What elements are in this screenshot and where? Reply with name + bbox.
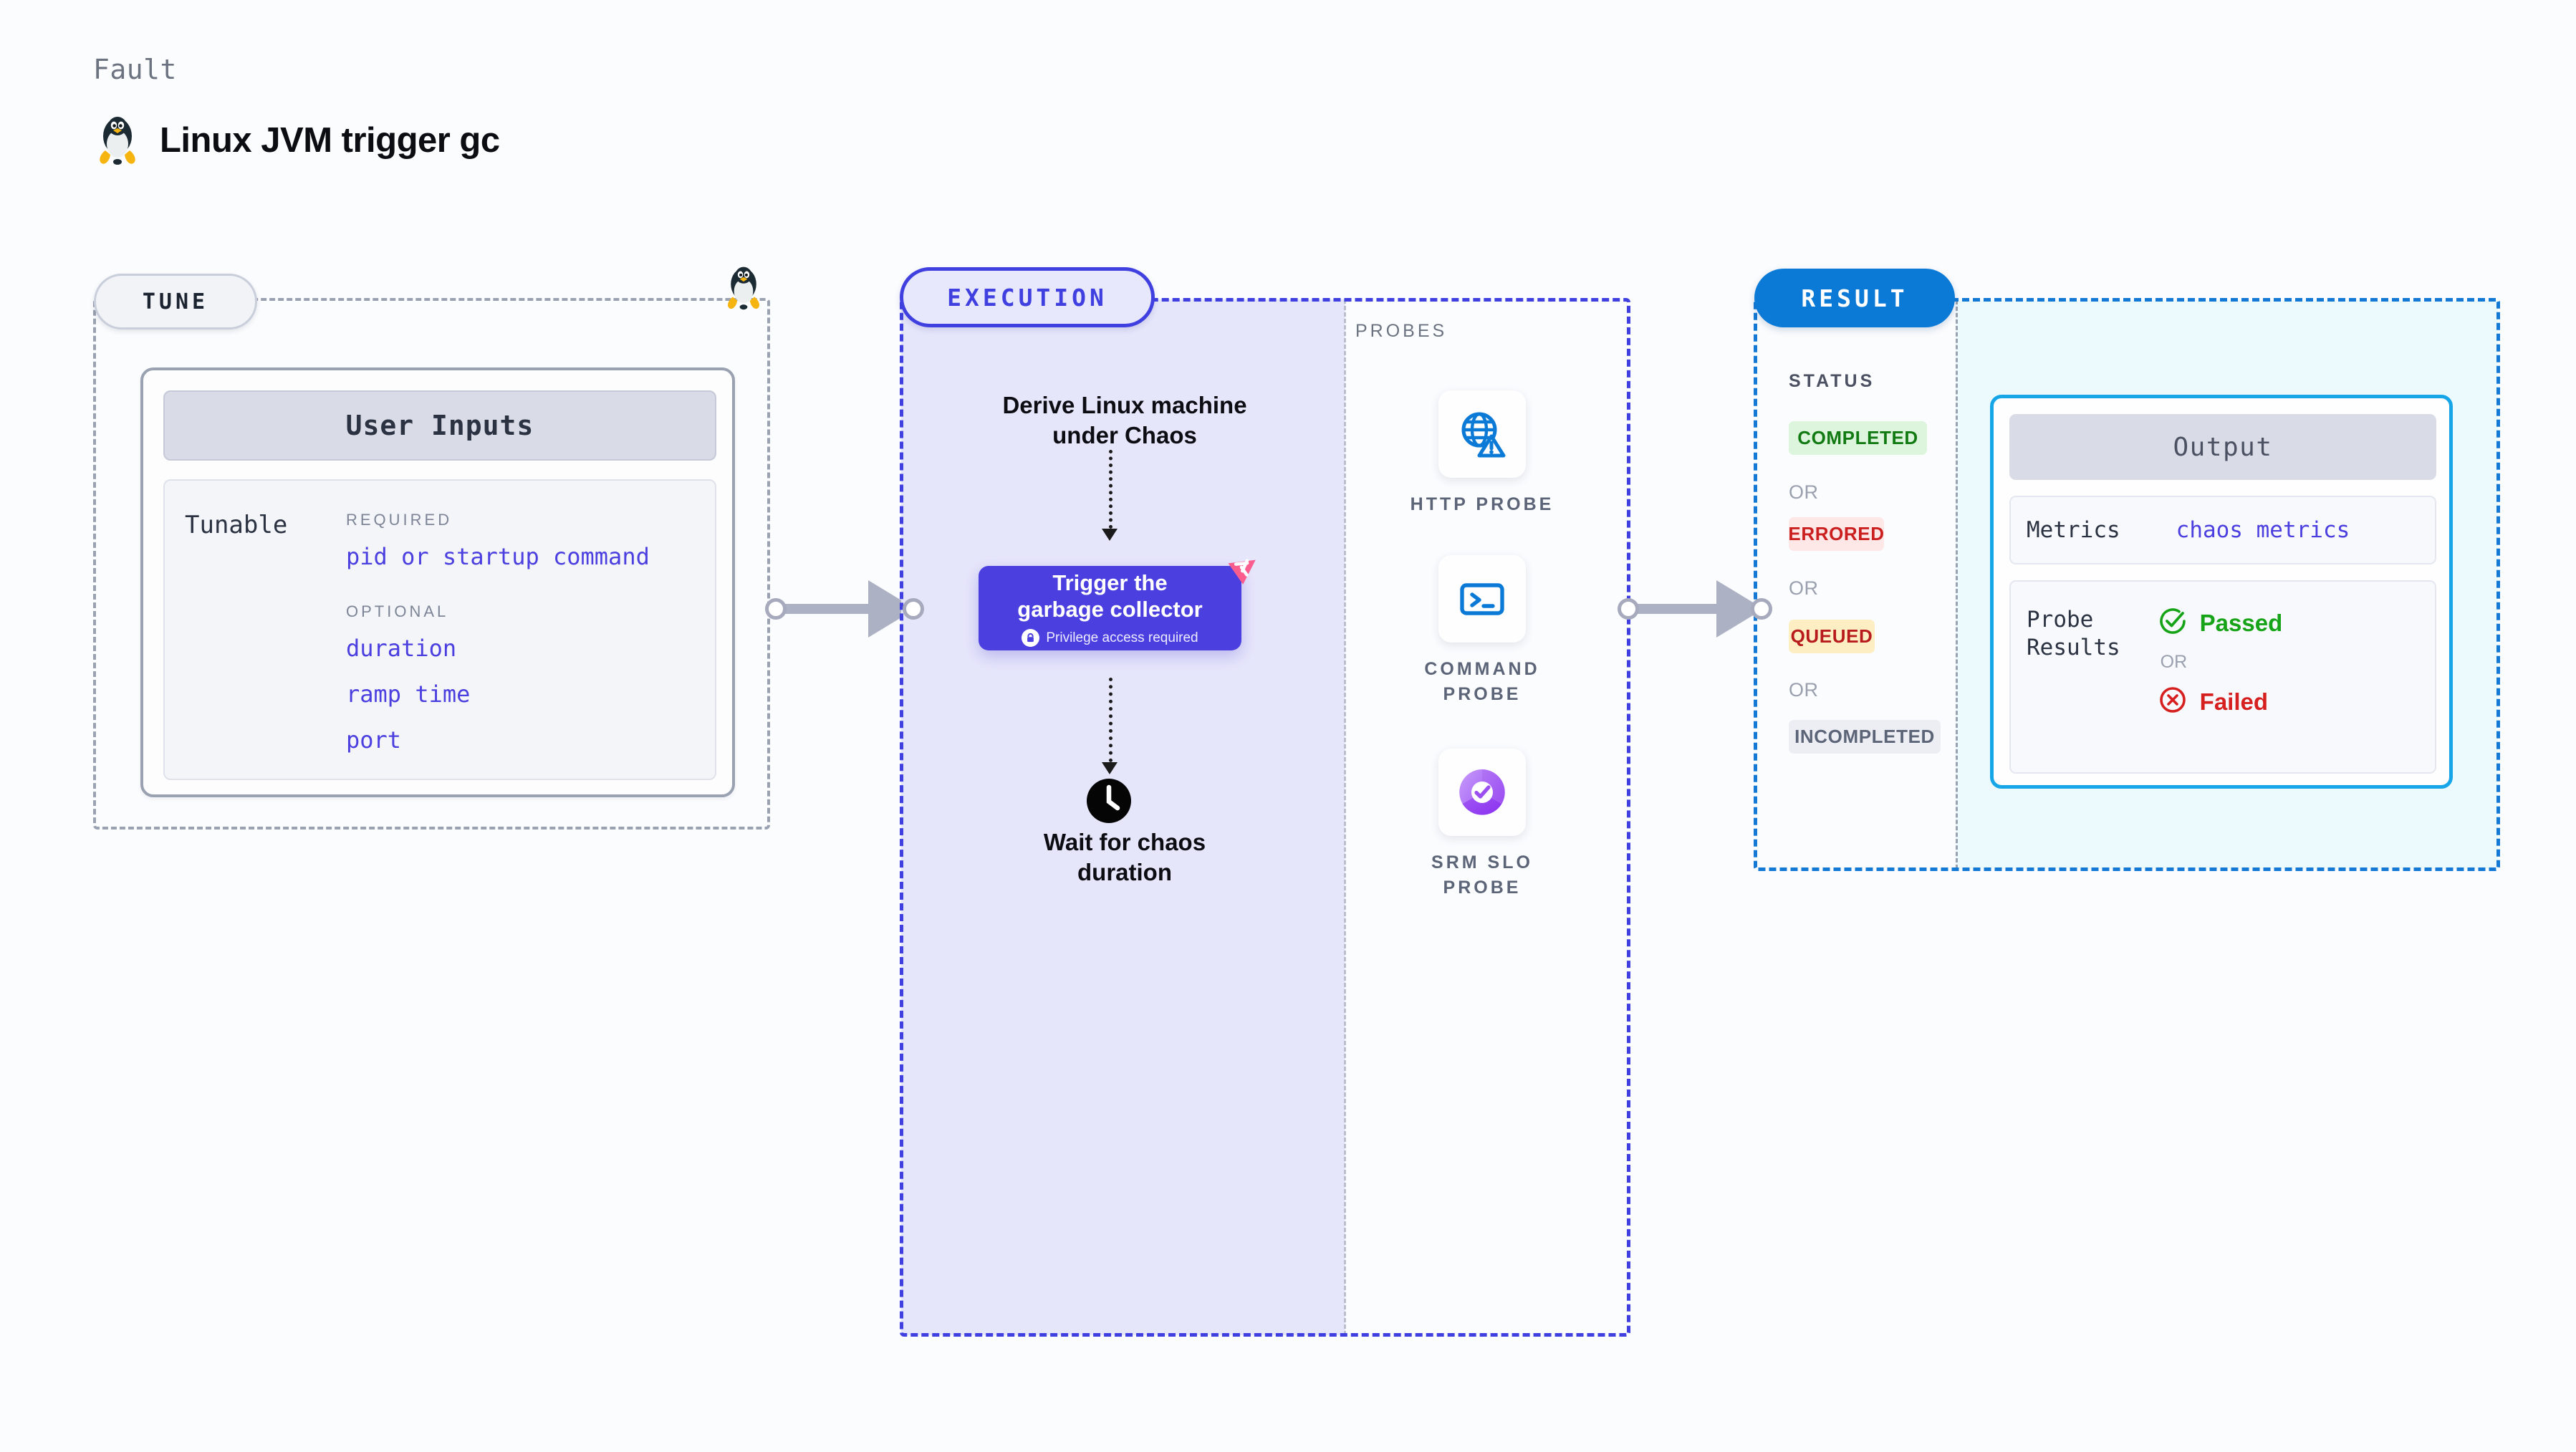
probes-section-label: PROBES — [1355, 321, 1448, 341]
flow-line-1 — [1109, 450, 1112, 529]
flow-arrowhead-1 — [1102, 529, 1118, 541]
status-badge-completed: COMPLETED — [1789, 421, 1927, 455]
execution-stage-pill[interactable]: EXECUTION — [900, 267, 1155, 327]
tune-stage-pill[interactable]: TUNE — [94, 274, 257, 330]
status-section-label: STATUS — [1789, 371, 1875, 391]
output-header: Output — [2009, 414, 2436, 480]
check-circle-icon — [2158, 606, 2188, 640]
connector-end-dot — [1751, 598, 1772, 620]
group-label-required: REQUIRED — [346, 511, 453, 529]
connector-end-dot — [903, 598, 924, 620]
page-title-row: Linux JVM trigger gc — [95, 115, 500, 166]
probe-result-failed: Failed — [2158, 685, 2283, 718]
page-kicker: Fault — [93, 54, 177, 85]
output-metrics-row: Metrics chaos metrics — [2009, 496, 2436, 564]
status-or-1: OR — [1789, 481, 1819, 503]
probe-card-command[interactable]: COMMAND PROBE — [1393, 555, 1572, 707]
connector-execution-to-result — [1618, 566, 1772, 652]
probes-divider — [1344, 299, 1346, 1335]
execution-panel — [900, 298, 1630, 1337]
probe-failed-label: Failed — [2199, 688, 2269, 715]
probe-passed-label: Passed — [2199, 609, 2283, 636]
probe-card-srm-slo[interactable]: SRM SLO PROBE — [1393, 749, 1572, 900]
probe-result-passed: Passed — [2158, 606, 2283, 640]
result-stage-pill[interactable]: RESULT — [1754, 269, 1955, 327]
probe-label-srm-slo: SRM SLO PROBE — [1431, 852, 1533, 898]
probe-label-command: COMMAND PROBE — [1424, 659, 1540, 704]
tune-tux-penguin-icon — [724, 265, 764, 314]
metrics-value[interactable]: chaos metrics — [2176, 517, 2350, 543]
connector-line — [784, 604, 873, 614]
probe-results-values: Passed OR Failed — [2158, 606, 2283, 772]
probe-card-http[interactable]: HTTP PROBE — [1393, 390, 1572, 517]
tunable-duration[interactable]: duration — [346, 635, 457, 662]
connector-line — [1637, 604, 1721, 614]
wait-duration-step: Wait for chaos duration — [1043, 829, 1206, 885]
terminal-icon — [1438, 555, 1526, 643]
tunable-port[interactable]: port — [346, 726, 402, 754]
status-badge-errored: ERRORED — [1788, 517, 1884, 551]
lock-icon — [1022, 629, 1040, 648]
tune-panel — [93, 298, 770, 830]
tunable-pid-or-startup-command[interactable]: pid or startup command — [346, 543, 650, 570]
fault-injection-icon — [1225, 547, 1265, 591]
x-circle-icon — [2158, 685, 2188, 718]
probe-result-or: OR — [2160, 652, 2188, 672]
clock-icon — [1085, 777, 1133, 828]
user-inputs-card: User Inputs Tunable REQUIRED pid or star… — [140, 367, 735, 797]
status-or-2: OR — [1789, 577, 1819, 599]
connector-start-dot — [1618, 598, 1639, 620]
tunable-ramp-time[interactable]: ramp time — [346, 681, 471, 708]
tunable-groups: REQUIRED pid or startup command OPTIONAL… — [346, 511, 650, 779]
result-divider — [1956, 300, 1958, 869]
status-badge-queued: QUEUED — [1789, 620, 1875, 653]
result-panel — [1754, 298, 2500, 871]
trigger-gc-title: Trigger the garbage collector — [1017, 569, 1203, 622]
globe-warning-icon — [1438, 390, 1526, 478]
user-inputs-body: Tunable REQUIRED pid or startup command … — [163, 479, 716, 780]
slo-donut-check-icon — [1438, 749, 1526, 836]
probe-label-http: HTTP PROBE — [1410, 494, 1554, 514]
privilege-notice: Privilege access required — [1022, 629, 1198, 648]
connector-start-dot — [765, 598, 787, 620]
page-title: Linux JVM trigger gc — [160, 121, 500, 160]
privilege-notice-text: Privilege access required — [1046, 630, 1198, 645]
output-card: Output Metrics chaos metrics Probe Resul… — [1990, 395, 2453, 789]
metrics-key: Metrics — [2027, 516, 2120, 543]
tux-penguin-icon — [95, 115, 140, 166]
flow-arrowhead-2 — [1102, 762, 1118, 774]
group-label-optional: OPTIONAL — [346, 602, 449, 620]
tunable-row-label: Tunable — [185, 511, 288, 539]
status-badge-incompleted: INCOMPLETED — [1789, 720, 1941, 754]
flow-line-2 — [1109, 678, 1112, 762]
probe-results-key: Probe Results — [2027, 607, 2120, 660]
derive-machine-step: Derive Linux machine under Chaos — [1002, 392, 1247, 448]
output-probe-results-row: Probe Results Passed OR — [2009, 580, 2436, 774]
status-or-3: OR — [1789, 679, 1819, 701]
trigger-gc-action-card[interactable]: Trigger the garbage collector Privilege … — [979, 566, 1241, 650]
user-inputs-header: User Inputs — [163, 390, 716, 461]
